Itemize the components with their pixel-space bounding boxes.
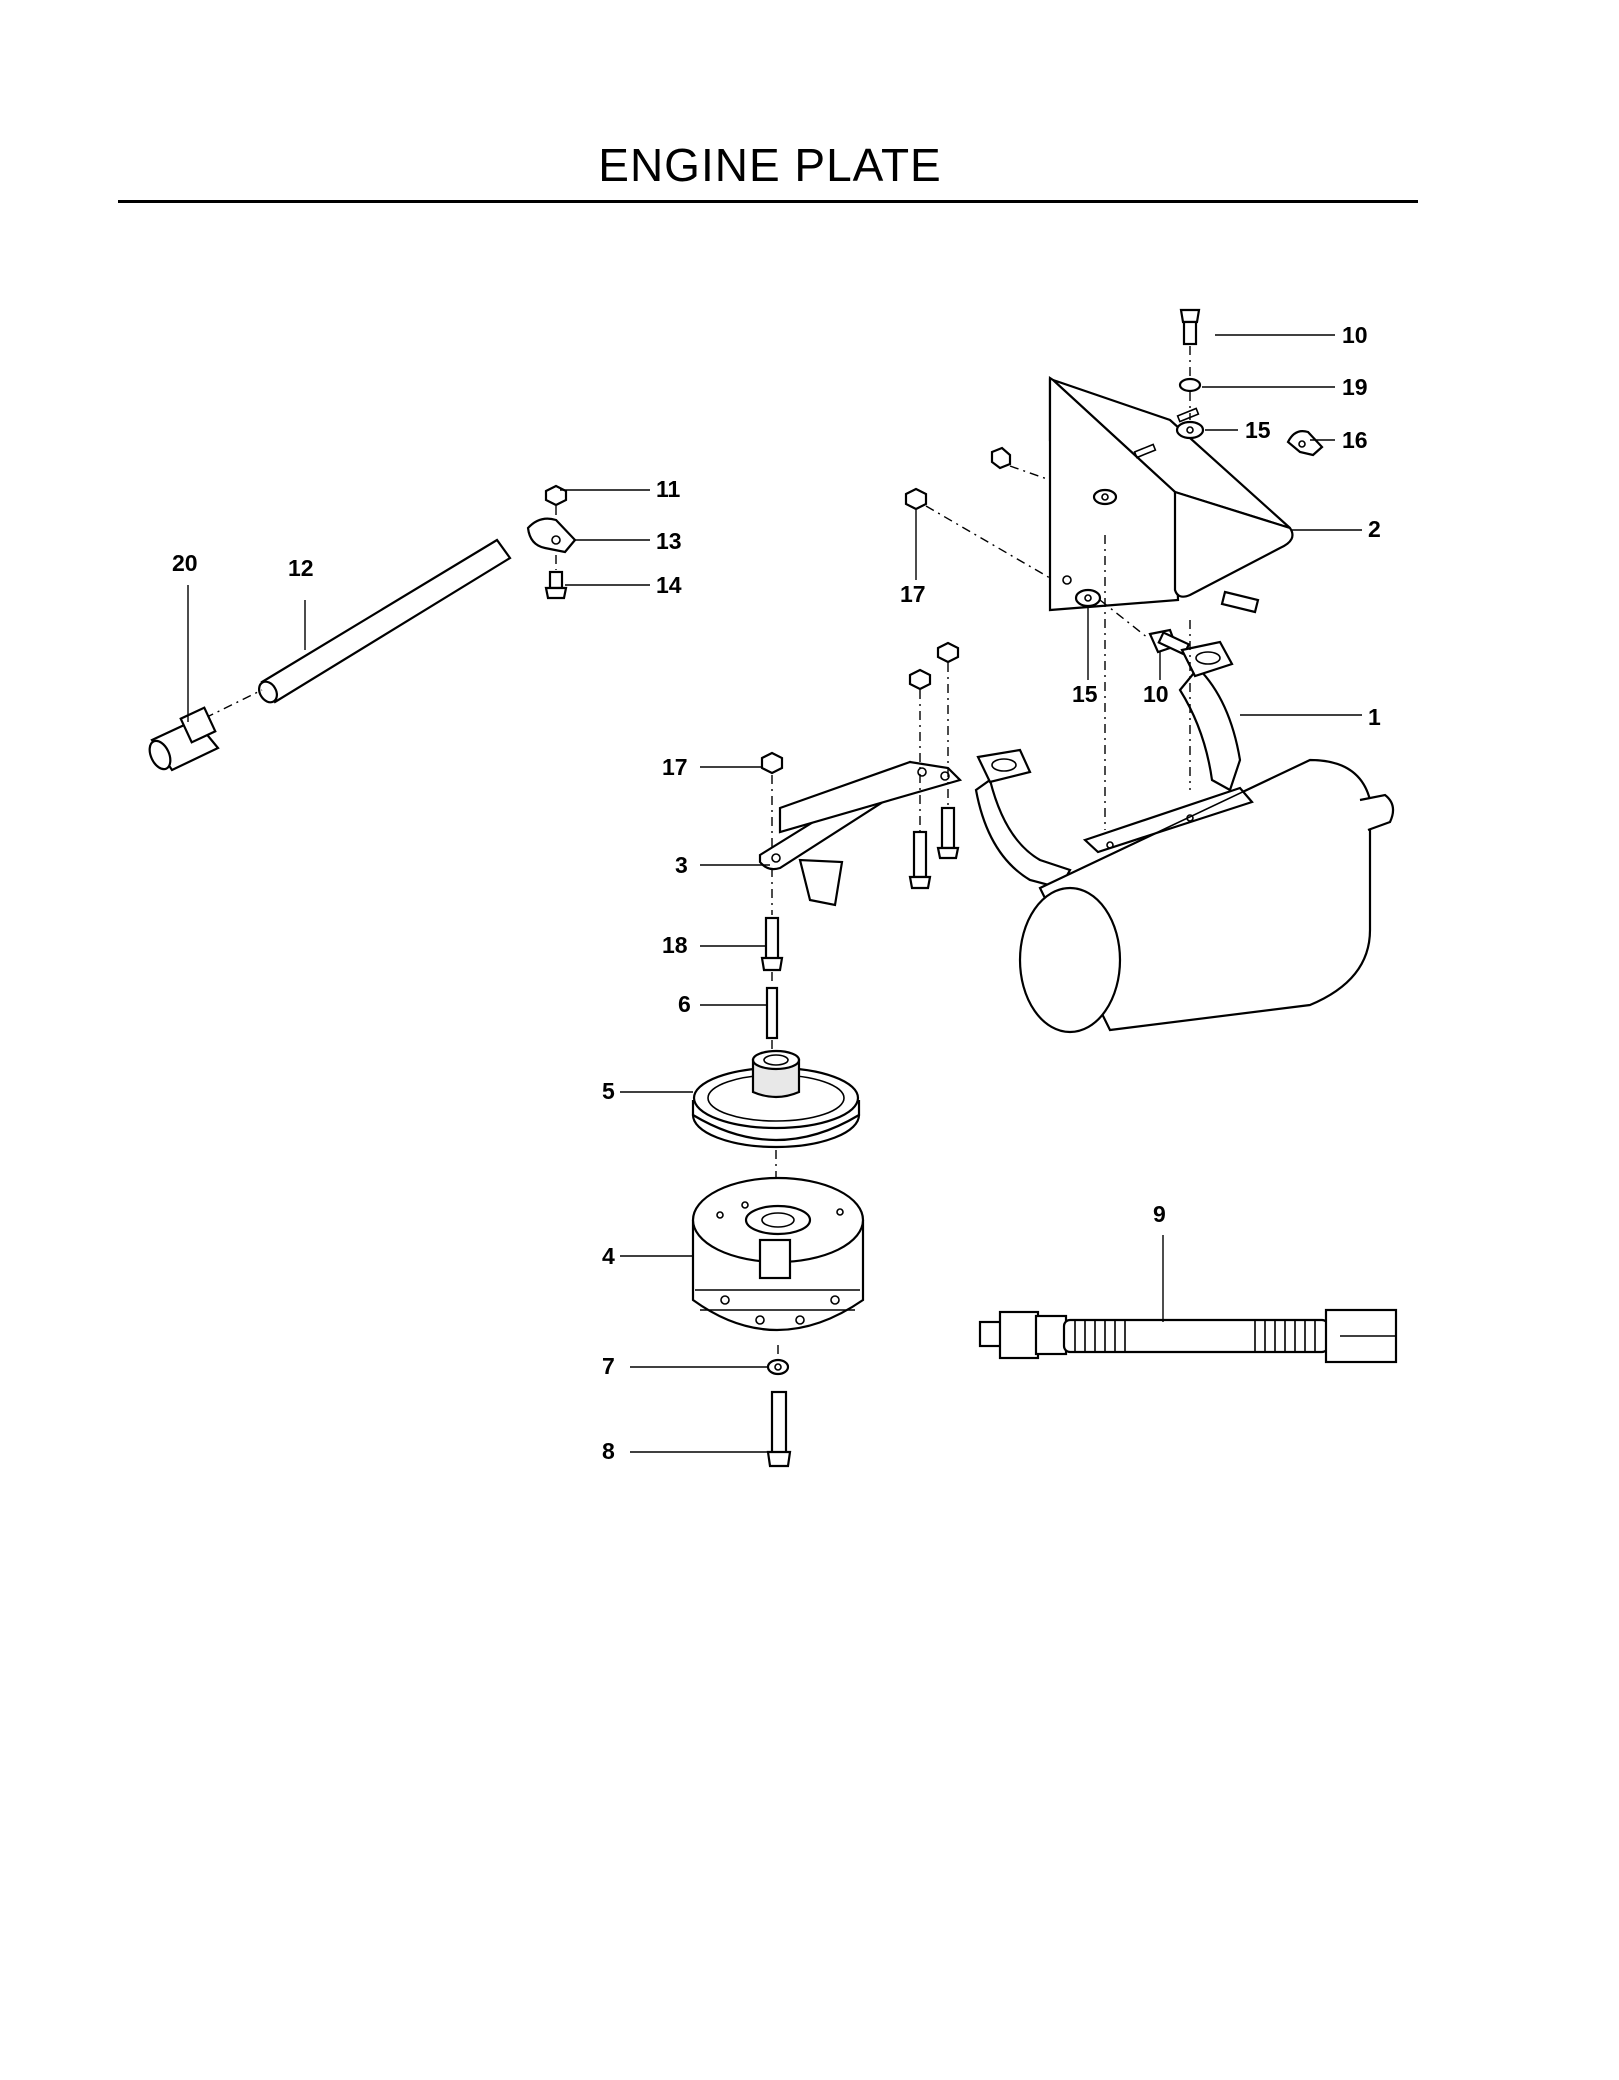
callout-17-lower: 17 bbox=[662, 754, 688, 780]
callout-4: 4 bbox=[602, 1243, 615, 1269]
washer-part-15-top bbox=[1175, 420, 1205, 440]
bolt-under-shield bbox=[1220, 590, 1260, 614]
nut-bracket-left bbox=[908, 668, 932, 691]
clamp-part-13 bbox=[526, 517, 577, 554]
callout-15-top: 15 bbox=[1245, 417, 1271, 443]
callout-2: 2 bbox=[1368, 516, 1381, 542]
callout-15-lower: 15 bbox=[1072, 681, 1098, 707]
callout-8: 8 bbox=[602, 1438, 615, 1464]
clutch-part-4 bbox=[691, 1176, 865, 1332]
mount-bracket-part-3 bbox=[758, 760, 963, 907]
washer-part-7 bbox=[766, 1358, 790, 1376]
callout-3: 3 bbox=[675, 852, 688, 878]
callout-19: 19 bbox=[1342, 374, 1368, 400]
callout-17-upper: 17 bbox=[900, 581, 926, 607]
callout-20: 20 bbox=[172, 550, 198, 576]
washer-part-15-lower bbox=[1074, 588, 1102, 608]
title-rule bbox=[118, 200, 1418, 203]
bolt-part-10-top bbox=[1179, 308, 1201, 346]
callout-16: 16 bbox=[1342, 427, 1368, 453]
page-title: ENGINE PLATE bbox=[598, 139, 942, 191]
nut-part-11 bbox=[544, 484, 568, 507]
callout-11: 11 bbox=[656, 476, 681, 502]
callout-10-top: 10 bbox=[1342, 322, 1368, 348]
bolt-part-14 bbox=[544, 570, 568, 600]
nut-part-17-upper bbox=[904, 487, 928, 511]
callout-12: 12 bbox=[288, 555, 314, 581]
bolt-bracket-left bbox=[908, 830, 932, 890]
clip-part-16 bbox=[1286, 430, 1324, 457]
callout-13: 13 bbox=[656, 528, 682, 554]
nut-shield-top bbox=[990, 446, 1012, 470]
nut-part-17-lower bbox=[760, 751, 784, 775]
wire-harness-part-9 bbox=[978, 1308, 1398, 1364]
bolt-part-8 bbox=[766, 1390, 792, 1468]
bolt-part-18 bbox=[760, 916, 784, 972]
muffler-part-1 bbox=[974, 640, 1395, 1034]
callout-6: 6 bbox=[678, 991, 691, 1017]
washer-shield-center bbox=[1092, 488, 1118, 506]
nut-bracket-right bbox=[936, 641, 960, 664]
pulley-part-5 bbox=[691, 1049, 861, 1149]
heat-shield-part-2 bbox=[1048, 375, 1294, 612]
connector-part-20 bbox=[148, 706, 220, 772]
lock-washer-part-19 bbox=[1178, 377, 1202, 393]
callout-14: 14 bbox=[656, 572, 682, 598]
rod-part-12 bbox=[258, 538, 512, 704]
key-part-6 bbox=[765, 986, 779, 1040]
callout-5: 5 bbox=[602, 1078, 615, 1104]
bolt-bracket-right bbox=[936, 806, 960, 860]
callout-18: 18 bbox=[662, 932, 688, 958]
callout-7: 7 bbox=[602, 1353, 615, 1379]
callout-1: 1 bbox=[1368, 704, 1381, 730]
callout-9: 9 bbox=[1153, 1201, 1166, 1227]
callout-10-lower: 10 bbox=[1143, 681, 1169, 707]
